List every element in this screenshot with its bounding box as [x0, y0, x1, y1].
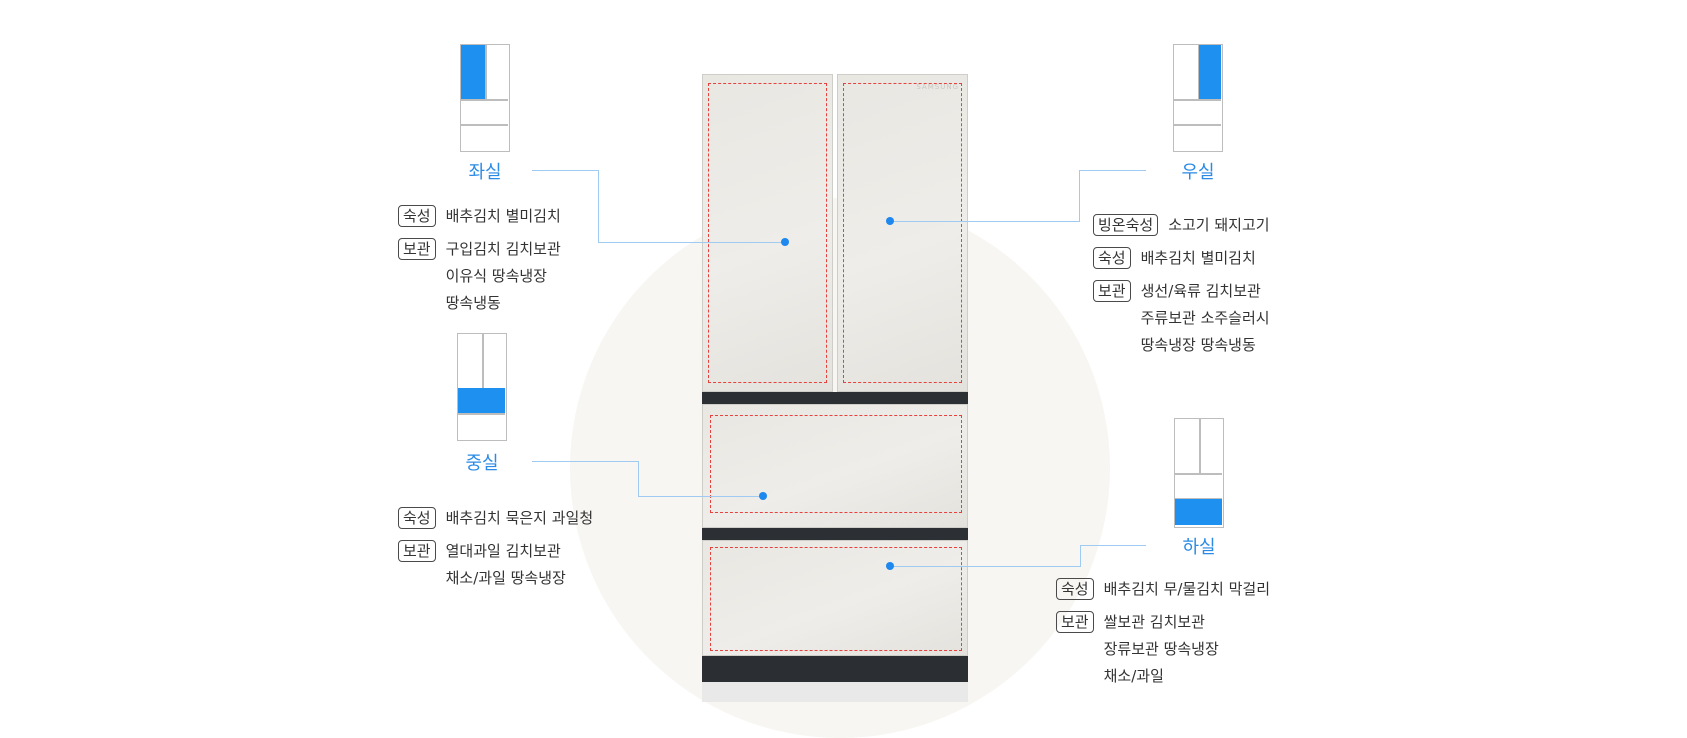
left-room-leader-h1: [532, 170, 598, 171]
left-room-title: 좌실: [468, 162, 502, 183]
ripening-tag: 숙성: [1056, 578, 1094, 600]
bottom-drawer-zone: [710, 547, 962, 651]
right-room-leader-h2: [892, 221, 1080, 222]
middle-room-dot: [759, 492, 767, 500]
storage-tag: 보관: [1093, 280, 1131, 302]
kimchi-refrigerator: SAMSUNG: [702, 74, 968, 714]
door-gap-1: [702, 392, 968, 404]
brand-logo: SAMSUNG: [916, 83, 959, 91]
left-room-leader-h2: [598, 242, 784, 243]
left-door[interactable]: [702, 74, 833, 392]
left-room-dot: [781, 238, 789, 246]
right-door-zone: [843, 83, 962, 383]
middle-drawer-zone: [710, 415, 962, 513]
bottom-room-row-storage: 보관 쌀보관 김치보관 장류보관 땅속냉장 채소/과일: [1056, 609, 1219, 690]
storage-tag: 보관: [398, 540, 436, 562]
kick-plate: [702, 656, 968, 682]
right-room-row-storage: 보관 생선/육류 김치보관 주류보관 소주슬러시 땅속냉장 땅속냉동: [1093, 278, 1270, 359]
ripening-tag: 숙성: [398, 205, 436, 227]
left-room-ripening-item: 배추김치 별미김치: [445, 207, 561, 225]
bottom-room-storage-item: 장류보관 땅속냉장: [1103, 640, 1219, 658]
left-room-storage-item: 이유식 땅속냉장: [445, 267, 547, 285]
left-room-storage-item: 구입김치 김치보관: [445, 240, 561, 258]
left-room-row-storage: 보관 구입김치 김치보관 이유식 땅속냉장 땅속냉동: [398, 236, 561, 317]
middle-room-row-ripening: 숙성 배추김치 묵은지 과일청: [398, 505, 593, 532]
middle-room-storage-item: 열대과일 김치보관: [445, 542, 561, 560]
left-room-icon: [460, 44, 510, 152]
fridge-base: [702, 682, 968, 702]
bottom-room-row-ripening: 숙성 배추김치 무/물김치 막걸리: [1056, 576, 1270, 603]
right-room-row-ripening: 숙성 배추김치 별미김치: [1093, 245, 1256, 272]
middle-room-storage-item: 채소/과일 땅속냉장: [445, 569, 566, 587]
bottom-room-storage-item: 쌀보관 김치보관: [1103, 613, 1205, 631]
right-room-row-supercool: 빙온숙성 소고기 돼지고기: [1093, 212, 1270, 239]
middle-room-icon: [457, 333, 507, 441]
bottom-room-ripening-item: 배추김치 무/물김치 막걸리: [1103, 580, 1271, 598]
bottom-room-leader-h2: [892, 566, 1081, 567]
right-room-storage-item: 주류보관 소주슬러시: [1140, 309, 1270, 327]
bottom-room-storage-item: 채소/과일: [1103, 667, 1164, 685]
ripening-tag: 숙성: [1093, 247, 1131, 269]
right-room-leader-v: [1079, 170, 1080, 222]
door-gap-2: [702, 528, 968, 540]
middle-room-leader-h1: [532, 461, 638, 462]
bottom-room-leader-v: [1080, 545, 1081, 566]
right-room-storage-item: 땅속냉장 땅속냉동: [1140, 336, 1256, 354]
middle-room-title: 중실: [465, 453, 499, 474]
right-room-dot: [886, 217, 894, 225]
right-room-ripening-item: 배추김치 별미김치: [1140, 249, 1256, 267]
bottom-room-leader-h1: [1080, 545, 1146, 546]
left-door-zone: [708, 83, 827, 383]
left-room-row-ripening: 숙성 배추김치 별미김치: [398, 203, 561, 230]
right-room-title: 우실: [1181, 162, 1215, 183]
middle-room-ripening-item: 배추김치 묵은지 과일청: [445, 509, 594, 527]
right-room-icon: [1173, 44, 1223, 152]
right-room-storage-item: 생선/육류 김치보관: [1140, 282, 1261, 300]
middle-room-leader-h2: [638, 496, 762, 497]
right-door[interactable]: SAMSUNG: [837, 74, 968, 392]
bottom-drawer[interactable]: [702, 540, 968, 656]
right-room-leader-h1: [1079, 170, 1146, 171]
storage-tag: 보관: [1056, 611, 1094, 633]
middle-drawer[interactable]: [702, 404, 968, 528]
right-room-supercool-item: 소고기 돼지고기: [1168, 216, 1270, 234]
storage-tag: 보관: [398, 238, 436, 260]
middle-room-leader-v: [638, 461, 639, 497]
bottom-room-icon: [1174, 418, 1224, 528]
ripening-tag: 숙성: [398, 507, 436, 529]
bottom-room-title: 하실: [1182, 537, 1216, 558]
bottom-room-dot: [886, 562, 894, 570]
supercool-ripening-tag: 빙온숙성: [1093, 214, 1159, 236]
left-room-storage-item: 땅속냉동: [445, 294, 501, 312]
left-room-leader-v: [598, 170, 599, 243]
middle-room-row-storage: 보관 열대과일 김치보관 채소/과일 땅속냉장: [398, 538, 566, 592]
